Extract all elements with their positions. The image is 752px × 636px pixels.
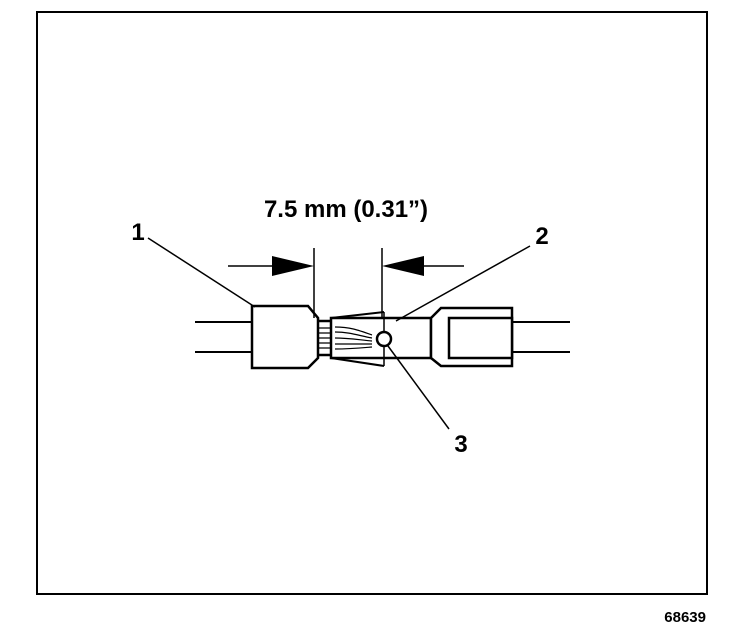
dimension-label: 7.5 mm (0.31”) [264, 196, 428, 223]
callout-leader-2 [395, 245, 531, 322]
dimension-extension-lines [313, 248, 383, 318]
dimension-arrow-left [228, 256, 314, 276]
dimension-arrow-right [382, 256, 464, 276]
crimp-sleeve-right [429, 306, 514, 368]
wire-left [195, 321, 252, 353]
callout-leader-1 [147, 237, 256, 308]
callout-number-2: 2 [535, 223, 548, 250]
callout-leader-3 [387, 345, 450, 430]
inspection-hole [375, 330, 393, 348]
figure-frame [36, 11, 708, 595]
crimp-sleeve-left [250, 304, 331, 370]
callout-number-3: 3 [454, 431, 467, 458]
figure-number: 68639 [664, 609, 706, 626]
wire-strands-inside [334, 326, 373, 350]
callout-number-1: 1 [131, 219, 144, 246]
wire-right [512, 321, 570, 353]
